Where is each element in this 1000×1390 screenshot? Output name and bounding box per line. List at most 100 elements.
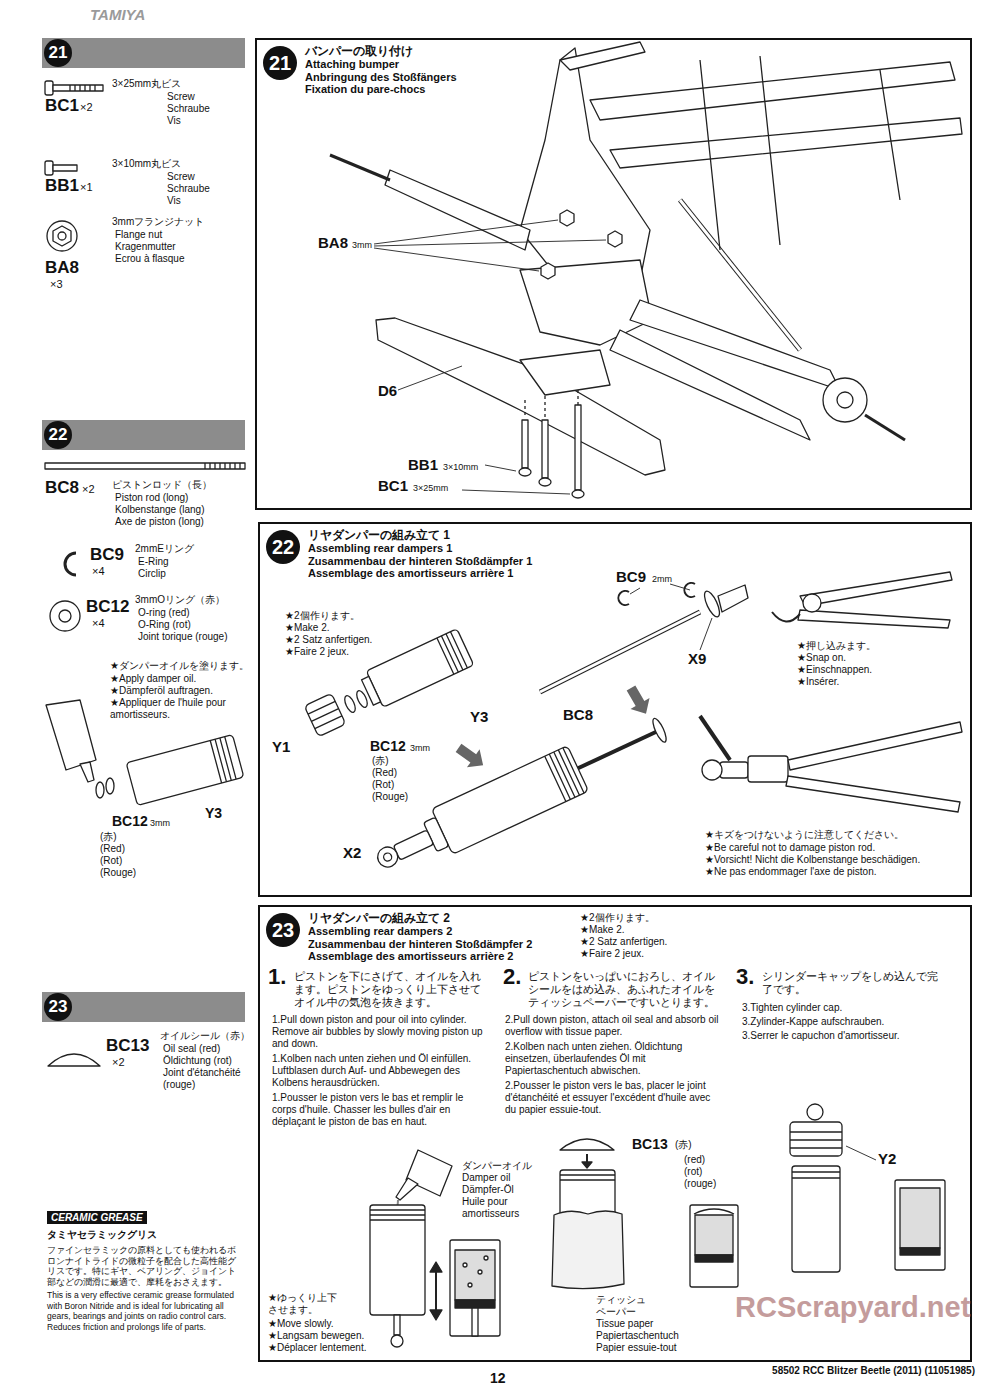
brand-banner: CERAMIC GREASE [47, 1211, 147, 1224]
note-text: 3×25mm丸ビス [112, 78, 181, 90]
info-box: CERAMIC GREASEタミヤセラミックグリスファインセラミックの原料として… [45, 1205, 245, 1334]
note-text: ★Faire 2 jeux. [285, 646, 349, 658]
note-text: 2mmEリング [135, 543, 194, 555]
note-text: (Rot) [372, 779, 394, 791]
note-text: ピストンを下にさげて、オイルを入れます。ピストンをゆっくり上下させてオイル中の気… [294, 970, 486, 1010]
note-text: ★Be careful not to damage piston rod. [705, 842, 875, 854]
part-label: X9 [688, 650, 706, 668]
note-text: Axe de piston (long) [115, 516, 204, 528]
part-label: BC9 [90, 545, 124, 565]
note-text: ★ダンパーオイルを塗ります。 [110, 660, 249, 672]
note-text: ★ゆっくり上下させます。 [268, 1292, 346, 1316]
note-text: Papiertaschentuch [596, 1330, 679, 1342]
note-text: (rot) [684, 1166, 702, 1178]
note-text: (Red) [372, 767, 397, 779]
step-header-bar: 22 [42, 420, 245, 450]
note-text: ★Make 2. [580, 924, 625, 936]
step-title-line: Zusammenbau der hinteren Stoßdämpfer 1 [308, 555, 532, 568]
note-text: E-Ring [138, 556, 169, 568]
note-text: ★Dämpferöl auftragen. [110, 685, 213, 697]
step-title-line: Anbringung des Stoßfängers [305, 71, 457, 84]
note-text: ★Insérer. [797, 676, 839, 688]
step-number: 23 [266, 913, 300, 947]
part-label: TAMIYA [90, 6, 145, 24]
step-title-line: Fixation du pare-chocs [305, 83, 457, 96]
note-text: ×2 [112, 1056, 125, 1069]
note-text: Papier essuie-tout [596, 1342, 677, 1354]
step-title-line: リヤダンパーの組み立て 1 [308, 528, 532, 542]
note-text: 3×10mm丸ビス [112, 158, 181, 170]
part-label: BC12 [370, 738, 406, 755]
note-text: ★Einschnappen. [797, 664, 872, 676]
note-text: 2.Pull down piston, attach oil seal and … [505, 1014, 719, 1038]
part-label: X2 [343, 844, 361, 862]
part-label: 2. [503, 964, 521, 990]
note-text: Damper oil [462, 1172, 510, 1184]
step-number: 22 [266, 530, 300, 564]
note-text: (Rouge) [372, 791, 408, 803]
note-text: Piston rod (long) [115, 492, 188, 504]
step-title-line: リヤダンパーの組み立て 2 [308, 911, 532, 925]
note-text: Joint torique (rouge) [138, 631, 228, 643]
step-title: リヤダンパーの組み立て 1Assembling rear dampers 1Zu… [308, 528, 532, 580]
part-label: BC12 [112, 813, 148, 830]
note-text: 1.Kolben nach unten ziehen und Öl einfül… [272, 1053, 486, 1089]
part-label: BA8 [318, 234, 348, 252]
note-text: Vis [167, 115, 181, 127]
step-title-line: Assemblage des amortisseurs arrière 2 [308, 950, 532, 963]
note-text: 3mm [352, 240, 372, 251]
note-text: ★Apply damper oil. [110, 673, 196, 685]
note-text: 3mm [410, 743, 430, 754]
note-text: (red) [684, 1154, 705, 1166]
note-text: Dämpfer-Öl [462, 1184, 514, 1196]
note-text: ★押し込みます。 [797, 640, 876, 652]
step-panel: 22リヤダンパーの組み立て 1Assembling rear dampers 1… [258, 522, 972, 897]
step-header-bar: 21 [42, 38, 245, 68]
part-label: BB1 [408, 456, 438, 474]
step-title-line: バンパーの取り付け [305, 44, 457, 58]
note-text: ★Ne pas endommager l'axe de piston. [705, 866, 877, 878]
watermark: RCScrapyard.net [735, 1290, 970, 1325]
part-label: 3. [736, 964, 754, 990]
note-text: ★Déplacer lentement. [268, 1342, 366, 1354]
note-text: ピストンをいっぱいにおろし、オイルシールをはめ込み、あふれたオイルをティッシュペ… [528, 970, 720, 1010]
step-title-line: Zusammenbau der hinteren Stoßdämpfer 2 [308, 938, 532, 951]
note-text: Huile pour amortisseurs [462, 1196, 534, 1220]
note-text: O-Ring (rot) [138, 619, 191, 631]
note-text: O-ring (red) [138, 607, 190, 619]
product-name: タミヤセラミックグリス [47, 1228, 243, 1242]
note-text: Öldichtung (rot) [163, 1055, 232, 1067]
note-text: Tissue paper [596, 1318, 653, 1330]
note-text: ×2 [80, 101, 93, 114]
part-label: BC1 [378, 477, 408, 495]
note-text: Screw [167, 171, 195, 183]
note-text: Schraube [167, 103, 210, 115]
note-text: (Rot) [100, 855, 122, 867]
note-text: ★Langsam bewegen. [268, 1330, 364, 1342]
note-text: 2.Pousser le piston vers le bas, placer … [505, 1080, 719, 1116]
note-text: ★Make 2. [285, 622, 330, 634]
part-label: BB1 [45, 176, 79, 196]
note-text: ピストンロッド（長） [112, 479, 212, 491]
note-text: (Rouge) [100, 867, 136, 879]
part-label: BC12 [86, 597, 129, 617]
part-label: Y3 [205, 805, 222, 822]
part-label: Y2 [878, 1150, 896, 1168]
note-text: ★Appliquer de l'huile pour amortisseurs. [110, 697, 245, 721]
note-text: 3mmOリング（赤） [135, 594, 225, 606]
note-text: 3×10mm [443, 462, 478, 473]
note-text: (赤) [372, 755, 389, 767]
note-text: (赤) [100, 831, 117, 843]
note-text: Kolbenstange (lang) [115, 504, 205, 516]
note-text: ×4 [92, 565, 105, 578]
step-number: 23 [44, 993, 72, 1021]
part-label: BA8 [45, 258, 79, 278]
note-text: ★2 Satz anfertigen. [285, 634, 372, 646]
part-label: Y3 [470, 708, 488, 726]
part-label: Y1 [272, 738, 290, 756]
note-text: Flange nut [115, 229, 162, 241]
note-text: 3.Serrer le capuchon d'amortisseur. [742, 1030, 900, 1042]
step-header-bar: 23 [42, 992, 245, 1022]
part-label: BC8 [563, 706, 593, 724]
